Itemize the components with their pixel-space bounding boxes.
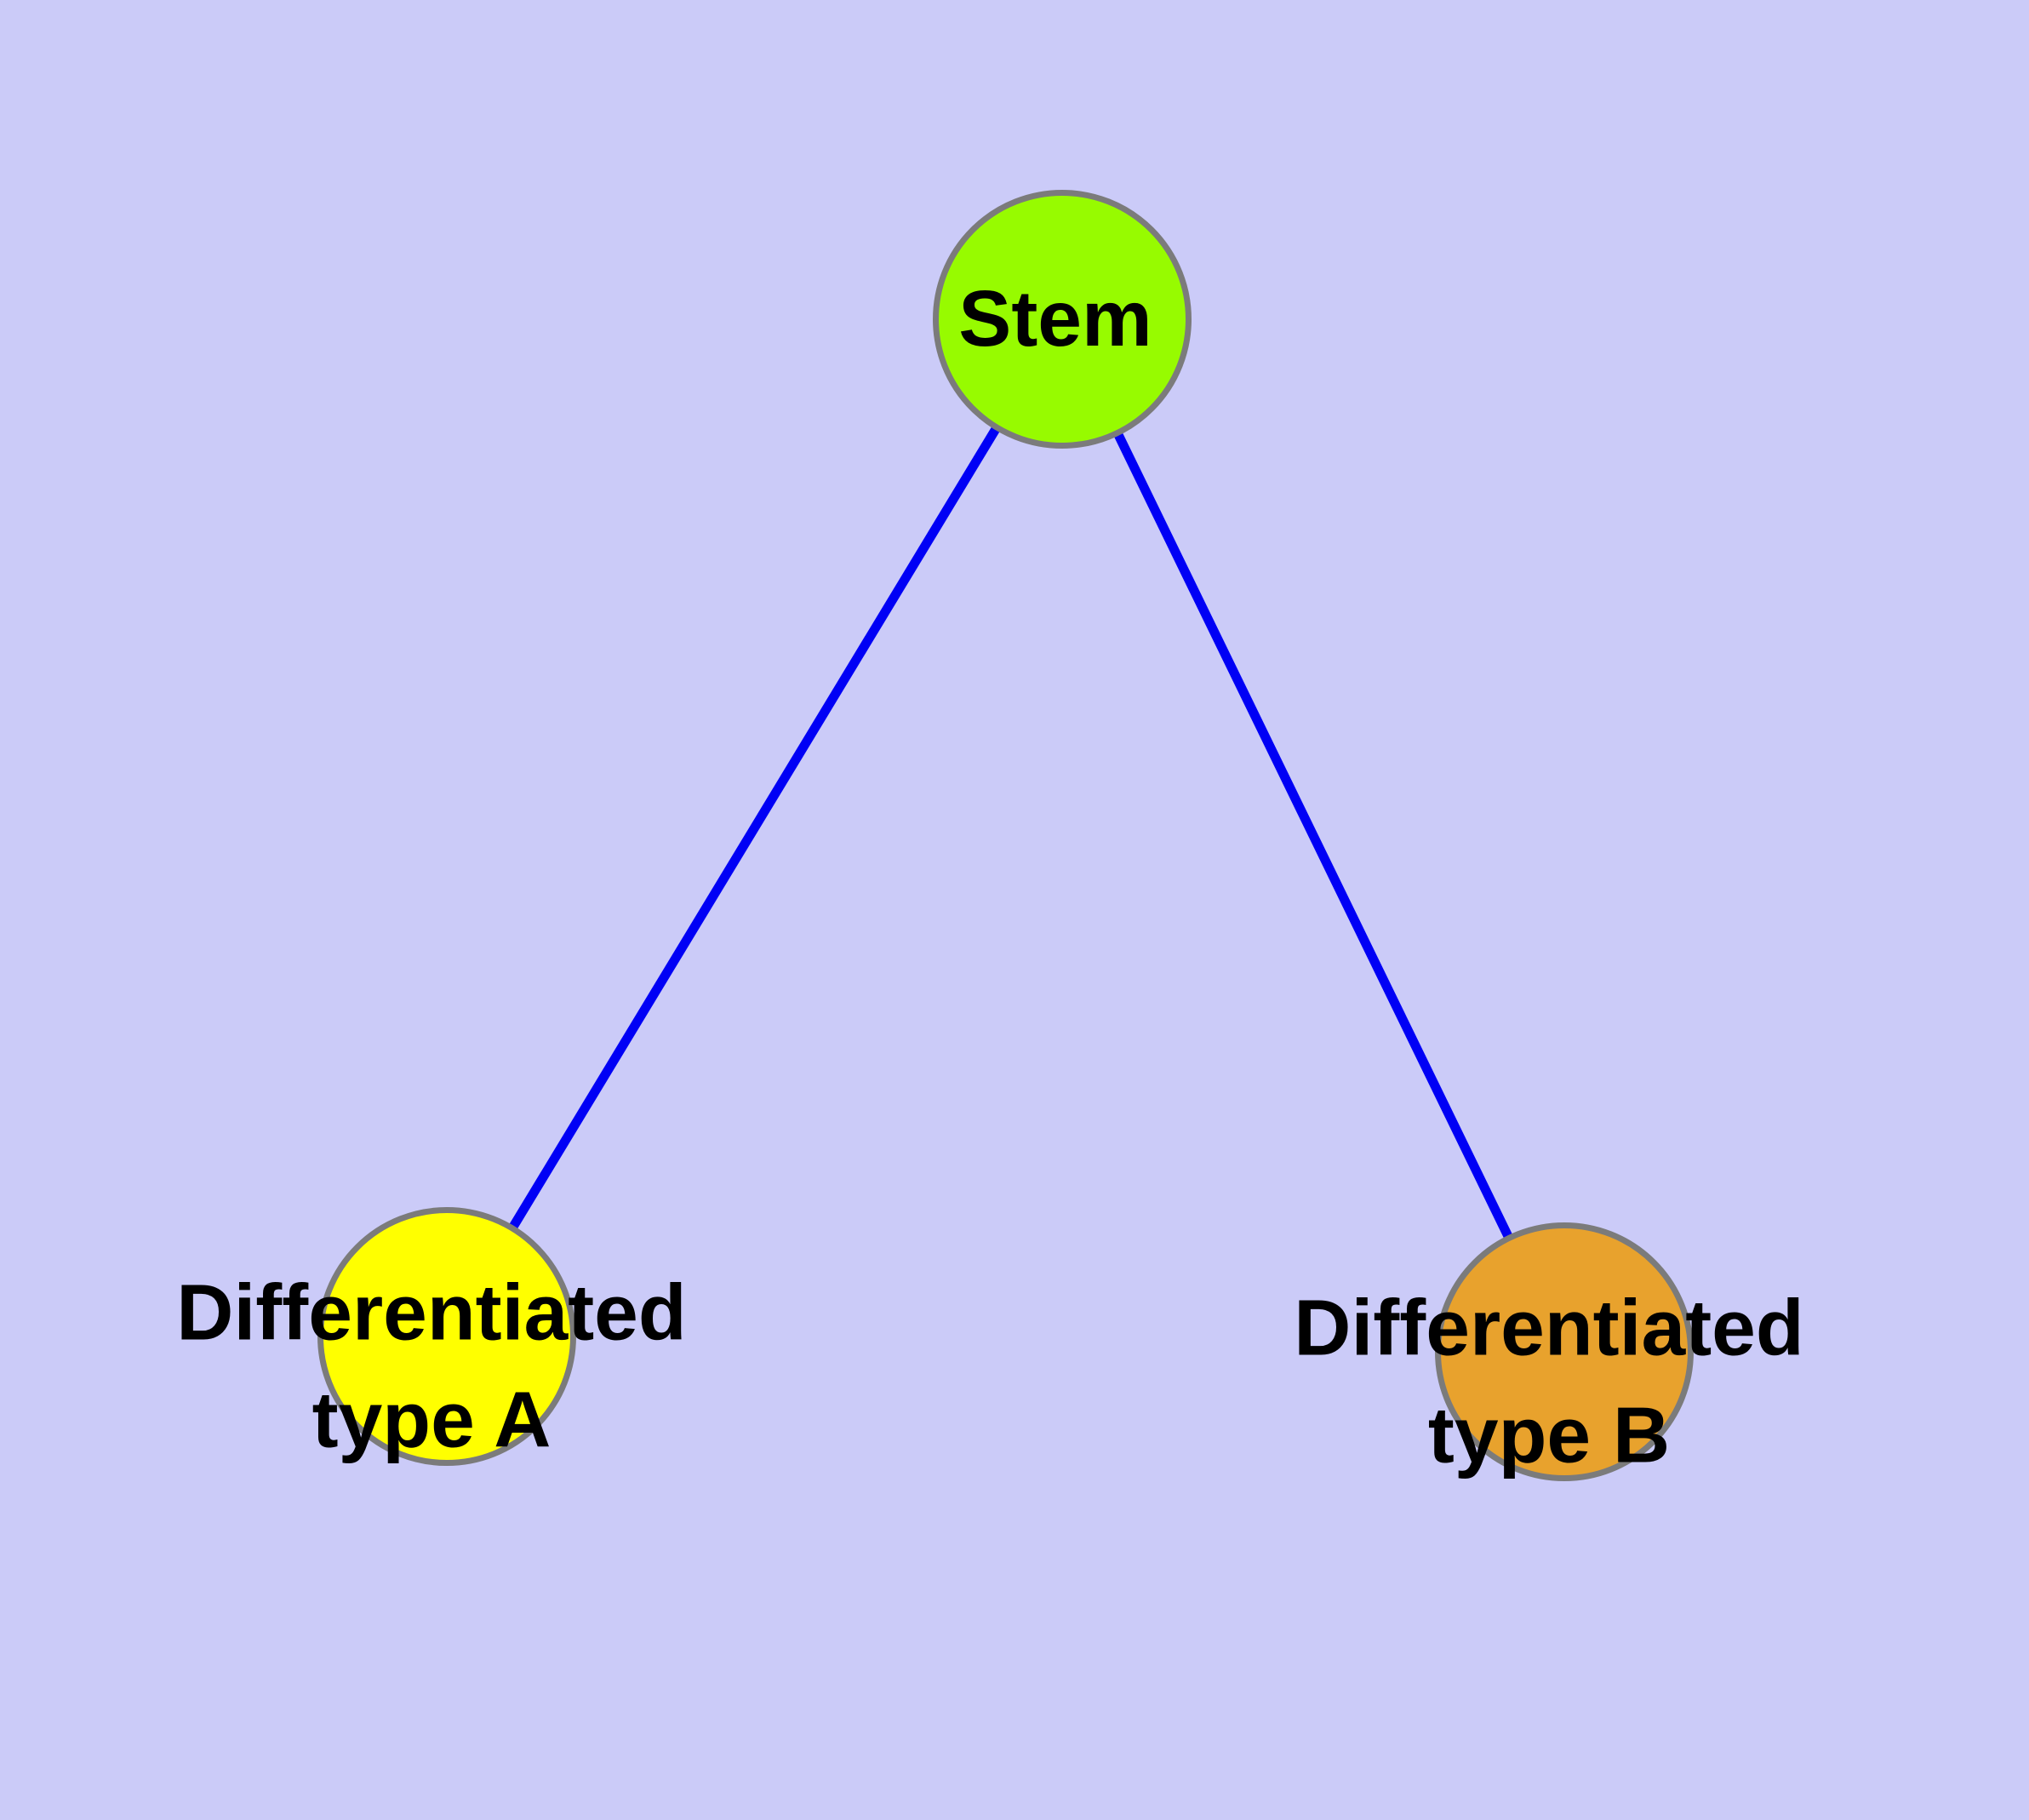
node-differentiated-type-a-label-line-1: Differentiated [176,1268,687,1357]
node-stem-label: Stem [958,266,1152,373]
node-differentiated-type-b: Differentiated type B [1294,1222,1804,1481]
node-differentiated-type-a: Differentiated type A [176,1207,687,1466]
node-differentiated-type-b-label-line-2: type B [1427,1390,1671,1479]
node-differentiated-type-a-label-line-2: type A [311,1375,552,1463]
edge-stem-typeB [1058,317,1569,1354]
node-differentiated-type-b-label: Differentiated type B [1294,1274,1803,1488]
edge-stem-typeA [443,317,1066,1339]
node-differentiated-type-a-label: Differentiated type A [176,1259,686,1473]
node-differentiated-type-b-label-line-1: Differentiated [1294,1283,1804,1372]
node-stem-label-line: Stem [958,274,1152,363]
node-stem: Stem [933,190,1192,449]
